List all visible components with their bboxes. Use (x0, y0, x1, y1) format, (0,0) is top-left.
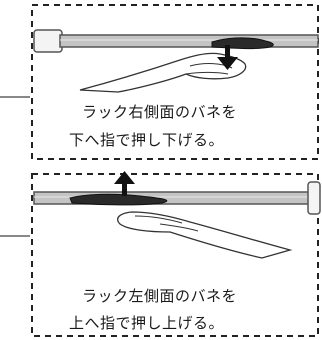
hand-bottom (117, 211, 293, 259)
arrow-up-icon (114, 171, 135, 196)
instruction-top-line-1: ラック右側面のバネを (82, 103, 238, 121)
dashed-frame-top (31, 4, 319, 160)
instruction-top-line-2: 下へ指で押し下げる。 (69, 131, 225, 149)
instruction-bottom-line-1: ラック左側面のバネを (82, 287, 238, 305)
diagram-top (0, 4, 319, 160)
dashed-frame-bottom (31, 173, 319, 337)
arrow-down-icon (217, 45, 238, 70)
diagram-bottom (0, 171, 321, 337)
spring-clip-bottom (69, 193, 168, 206)
instruction-bottom-line-2: 上へ指で押し上げる。 (69, 314, 225, 332)
rack-rod-top (33, 29, 319, 53)
